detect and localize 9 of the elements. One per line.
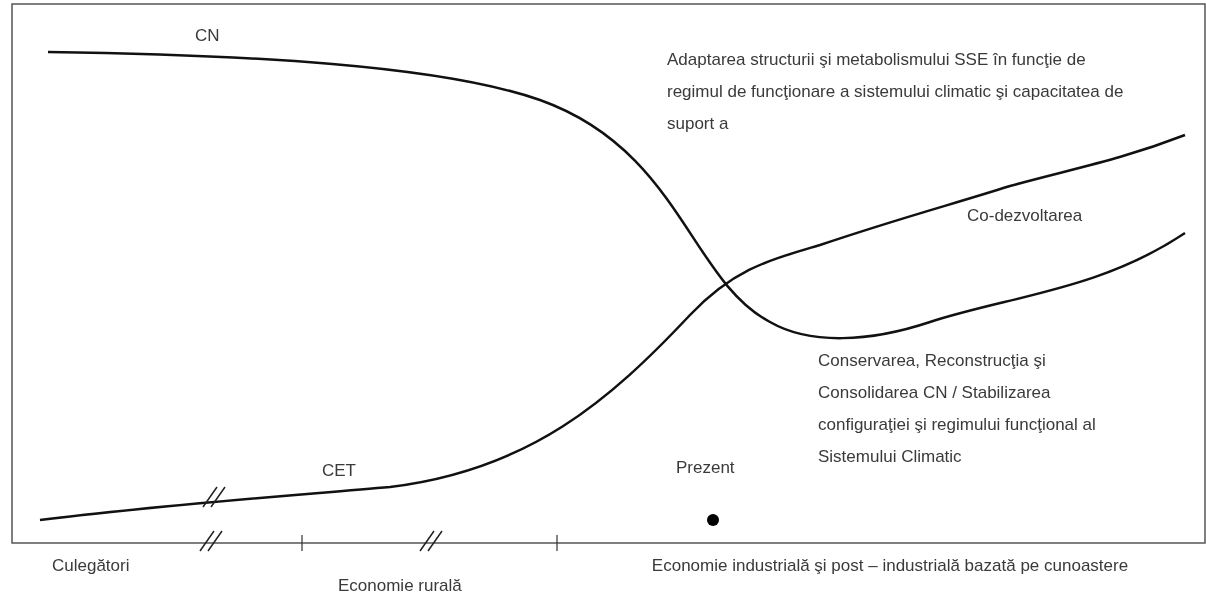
annotation-text: Adaptarea structurii şi metabolismului SSE în funcţie de regimul de funcţionare a sistemului climatic şi capacitatea de suport a — [667, 49, 1125, 135]
period-label: Economie industrială şi post – industrială bazată pe cunoastere — [650, 555, 1130, 577]
period-label: Culegători — [52, 555, 131, 577]
annotation-text: Conservarea, Reconstrucţia şi Consolidarea CN / Stabilizarea configuraţiei şi regimului funcţional al Sistemului Climatic — [818, 350, 1097, 468]
period-label: Economie rurală — [338, 575, 463, 597]
time-label: Prezent — [676, 457, 736, 479]
curve-label: CN — [195, 25, 221, 47]
curve-label: CET — [322, 460, 357, 482]
curve-label: Co-dezvoltarea — [967, 205, 1084, 227]
